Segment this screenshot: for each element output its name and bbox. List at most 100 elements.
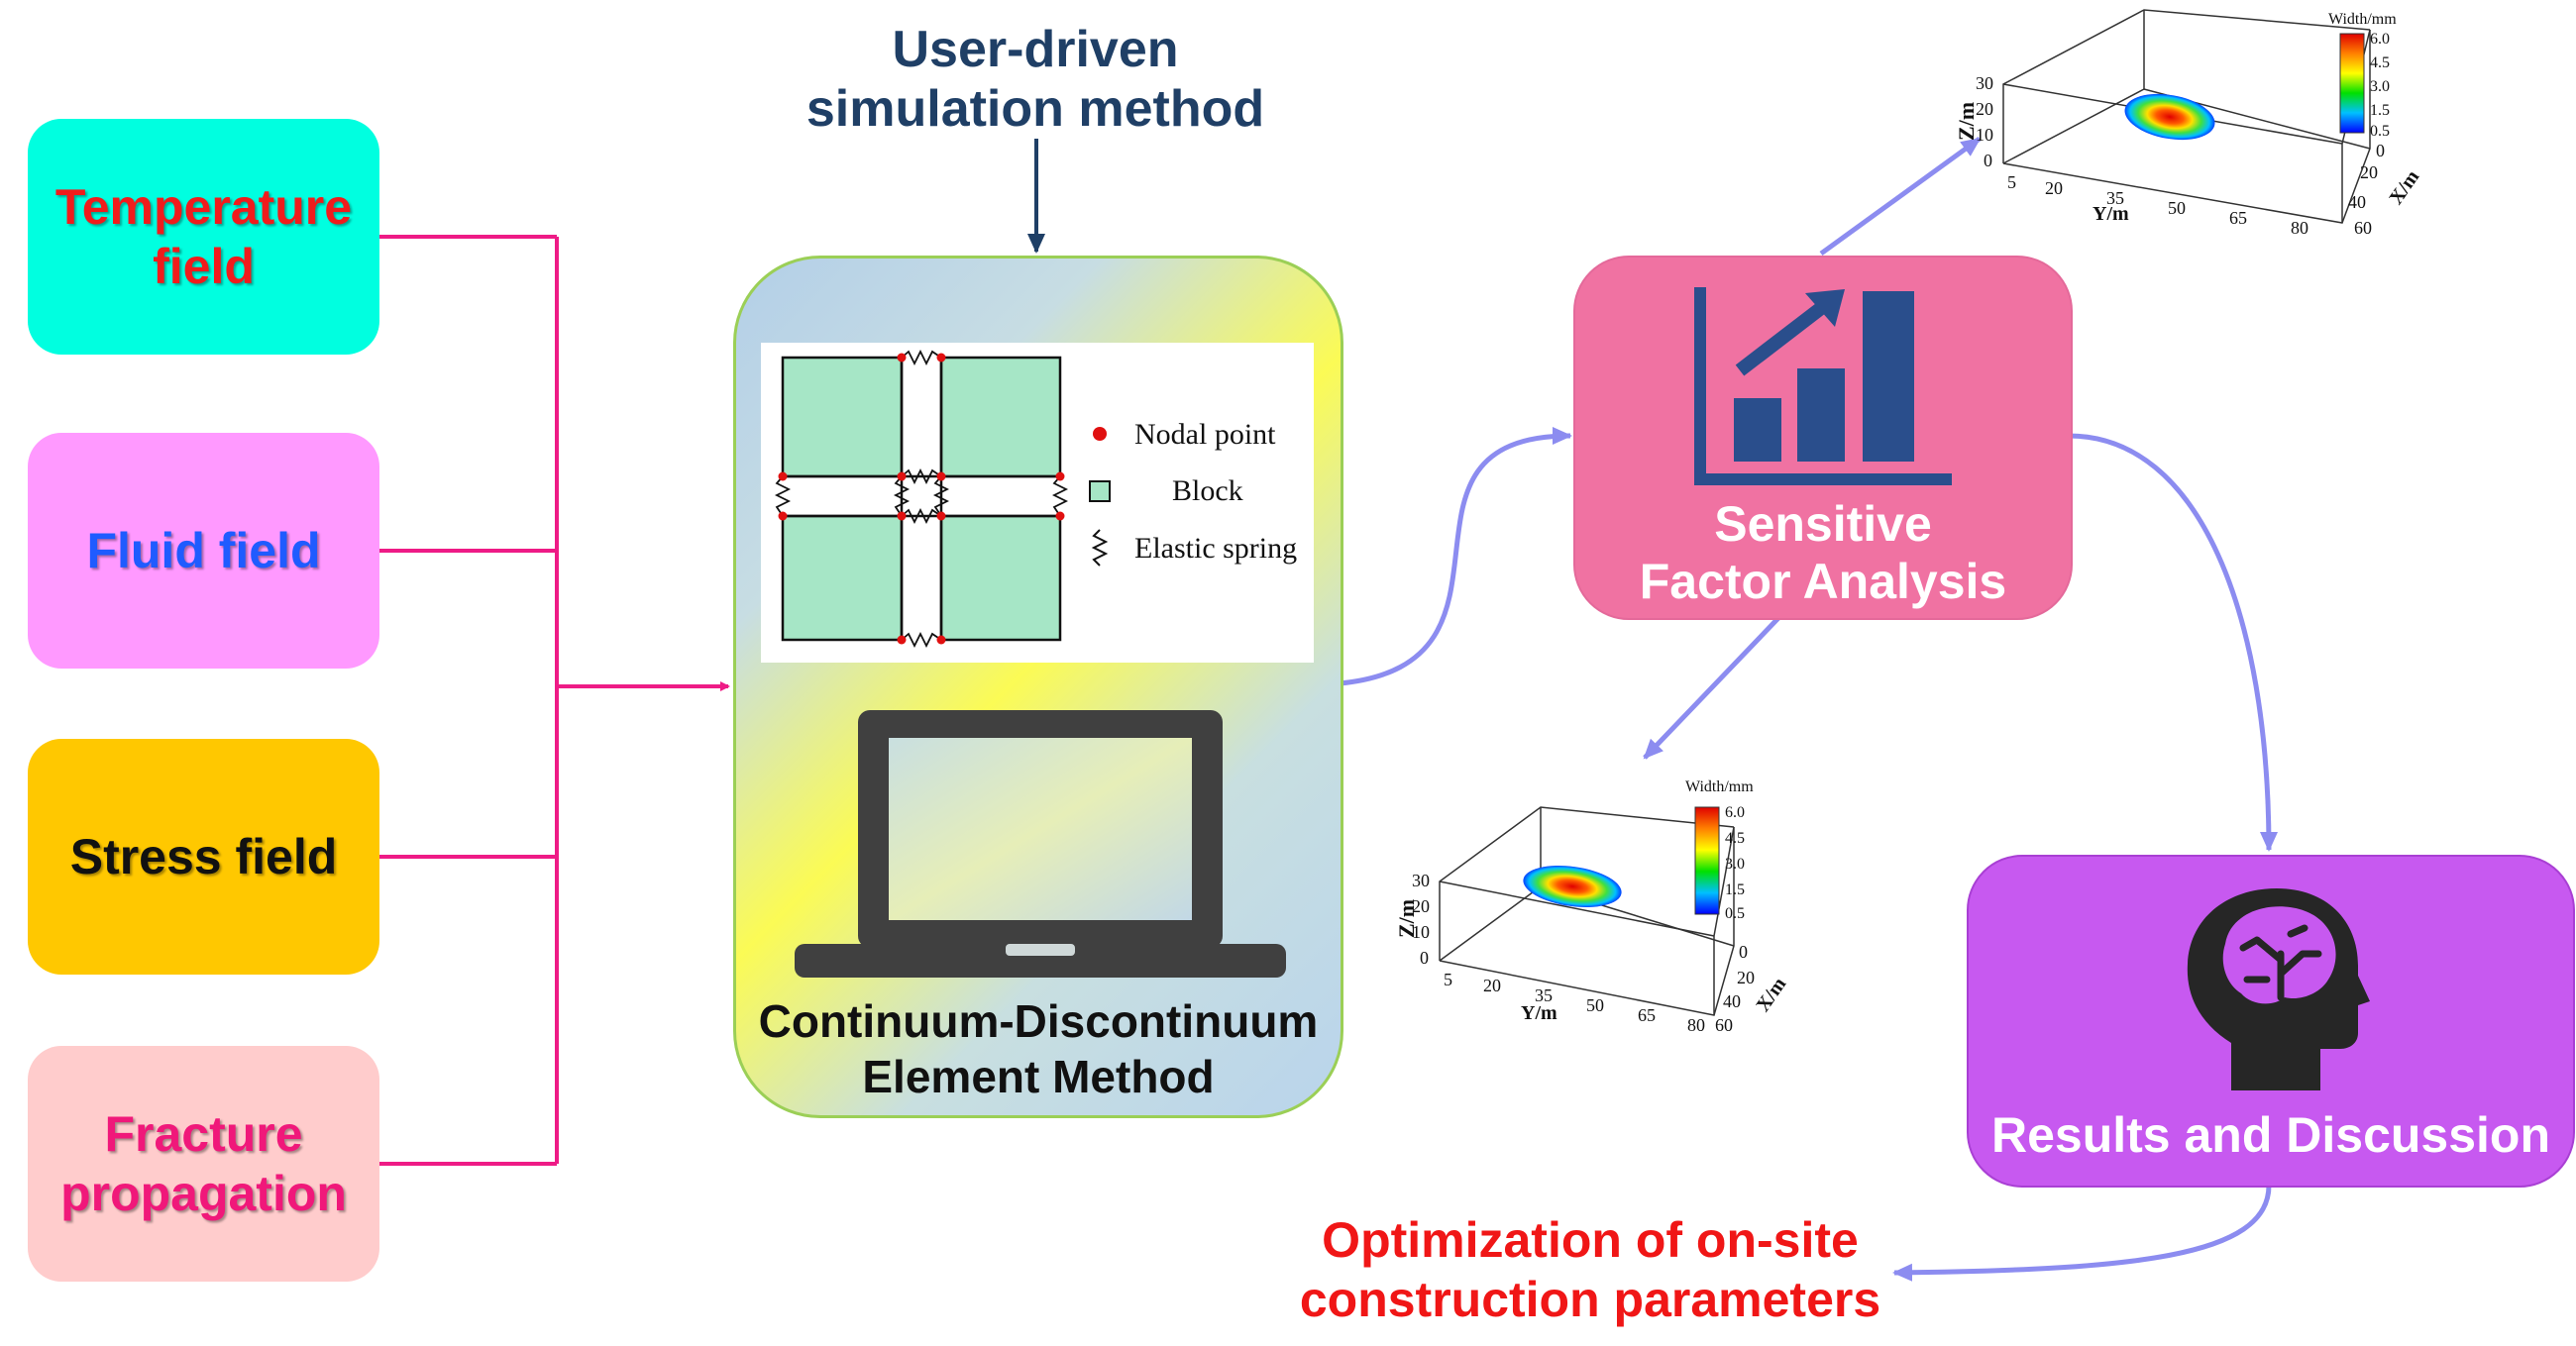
y-tick: 50: [1586, 995, 1604, 1015]
block: [939, 514, 1062, 642]
colorbar-tick: 4.5: [2370, 54, 2390, 71]
y-tick: 80: [2291, 218, 2308, 238]
y-tick: 80: [1687, 1015, 1705, 1035]
fluid-field-label: Fluid field: [86, 523, 321, 578]
colorbar-tick: 6.0: [1725, 804, 1745, 821]
sfa-label: Sensitive Factor Analysis: [1575, 495, 2071, 610]
y-tick: 65: [2229, 208, 2247, 228]
legend-nodal-label: Nodal point: [1134, 418, 1276, 451]
x-tick: 20: [1737, 968, 1755, 987]
x-axis-label-bottom: X/m: [1752, 974, 1790, 1016]
temperature-field-label-1: Temperature: [54, 179, 353, 235]
colorbar-top: [2339, 33, 2365, 134]
sfa-label-line-1: Sensitive: [1714, 496, 1932, 552]
x-tick: 60: [1715, 1015, 1733, 1035]
colorbar-tick: 1.5: [1725, 881, 1745, 898]
colorbar-bottom: [1694, 806, 1720, 915]
fracture-width-plot-bottom: Z/m 30 20 10 0 5 20 35 50 65 80 0 20 40 …: [1394, 778, 1791, 1035]
legend-nodal-marker: [1093, 427, 1107, 441]
sfa-to-results-arrow: [2068, 433, 2278, 852]
optimization-label-line-2: construction parameters: [1299, 1272, 1881, 1327]
user-driven-title-line-1: User-driven: [892, 21, 1179, 78]
y-tick: 65: [1638, 1005, 1656, 1025]
colorbar-tick: 4.5: [1725, 830, 1745, 847]
block: [781, 514, 904, 642]
z-tick: 20: [1412, 896, 1430, 916]
elastic-springs: [774, 349, 1069, 649]
colorbar-tick: 0.5: [1725, 905, 1745, 922]
cdem-label-line-2: Element Method: [862, 1051, 1215, 1102]
sensitive-factor-analysis-box: Sensitive Factor Analysis: [1573, 256, 2073, 620]
sfa-to-top-plot-arrow: [1819, 136, 1982, 257]
sfa-label-line-2: Factor Analysis: [1639, 554, 2007, 609]
z-tick: 10: [1412, 922, 1430, 942]
stress-field-box: Stress field: [28, 739, 379, 975]
block: [781, 356, 904, 478]
z-axis-label-bottom: Z/m: [1394, 899, 1419, 938]
y-tick: 5: [1444, 970, 1452, 989]
colorbar-tick: 3.0: [1725, 856, 1745, 873]
optimization-label-line-1: Optimization of on-site: [1322, 1212, 1859, 1268]
fracture-propagation-label-1: Fracture: [104, 1106, 303, 1162]
temperature-field-label-2: field: [153, 239, 255, 294]
fracture-propagation-label-2: propagation: [60, 1166, 347, 1221]
x-tick: 40: [2348, 192, 2366, 212]
nodal-points: [778, 353, 1065, 645]
y-tick: 20: [2045, 178, 2063, 198]
y-tick: 50: [2168, 198, 2186, 218]
z-tick: 30: [1412, 871, 1430, 890]
results-and-discussion-box: Results and Discussion: [1967, 855, 2575, 1188]
user-driven-title-line-2: simulation method: [805, 80, 1265, 138]
laptop-icon: [795, 710, 1286, 978]
z-tick: 20: [1976, 99, 1993, 119]
cdem-block-diagram: Nodal point Block Elastic spring: [774, 349, 1297, 649]
y-tick: 5: [2007, 172, 2016, 192]
field-connector: [379, 235, 730, 1166]
fluid-field-box: Fluid field: [28, 433, 379, 669]
z-axis-label-top: Z/m: [1954, 102, 1979, 141]
colorbar-title-bottom: Width/mm: [1685, 778, 1754, 795]
y-tick: 20: [1483, 976, 1501, 995]
z-tick: 30: [1976, 73, 1993, 93]
fracture-width-plot-top: Z/m 30 20 10 0 5 20 35 50 65 80 0 20 40 …: [1954, 9, 2424, 238]
colorbar-title-top: Width/mm: [2328, 11, 2397, 28]
z-tick: 10: [1976, 125, 1993, 145]
cdem-label: Continuum-Discontinuum Element Method: [736, 993, 1341, 1104]
colorbar-tick: 3.0: [2370, 78, 2390, 95]
z-tick: 0: [1984, 151, 1992, 170]
brain-head-icon: [2187, 888, 2370, 1090]
colorbar-tick: 0.5: [2370, 123, 2390, 140]
user-driven-title: User-driven simulation method: [723, 20, 1347, 139]
x-axis-label-top: X/m: [2385, 166, 2423, 209]
sfa-to-bottom-plot-arrow: [1643, 616, 1780, 760]
stress-field-label: Stress field: [69, 829, 338, 884]
fracture-blob-bottom: [1523, 866, 1622, 907]
y-axis-label-bottom: Y/m: [1521, 1002, 1557, 1024]
x-tick: 0: [2376, 141, 2385, 160]
legend-spring-marker: [1091, 529, 1109, 567]
bar-chart-growth-icon: [1694, 287, 1952, 485]
colorbar-tick: 6.0: [2370, 31, 2390, 48]
x-tick: 20: [2360, 162, 2378, 182]
y-axis-label-top: Y/m: [2093, 203, 2129, 225]
z-tick: 0: [1420, 948, 1429, 968]
legend-spring-label: Elastic spring: [1134, 532, 1297, 565]
y-tick: 35: [1535, 985, 1553, 1005]
results-label: Results and Discussion: [1990, 1107, 2551, 1163]
x-tick: 0: [1739, 942, 1748, 962]
y-tick: 35: [2106, 188, 2124, 208]
block: [939, 356, 1062, 478]
x-tick: 40: [1723, 991, 1741, 1011]
fracture-blob-top: [2124, 93, 2215, 141]
colorbar-tick: 1.5: [2370, 102, 2390, 119]
cdem-label-line-1: Continuum-Discontinuum: [758, 995, 1319, 1047]
cde-to-sfa-arrow: [1339, 427, 1572, 686]
results-to-optimization-arrow: [1892, 1185, 2272, 1282]
x-tick: 60: [2354, 218, 2372, 238]
optimization-label: Optimization of on-site construction par…: [1273, 1210, 1907, 1329]
legend-block-marker: [1089, 480, 1111, 502]
legend-block-label: Block: [1172, 474, 1243, 507]
